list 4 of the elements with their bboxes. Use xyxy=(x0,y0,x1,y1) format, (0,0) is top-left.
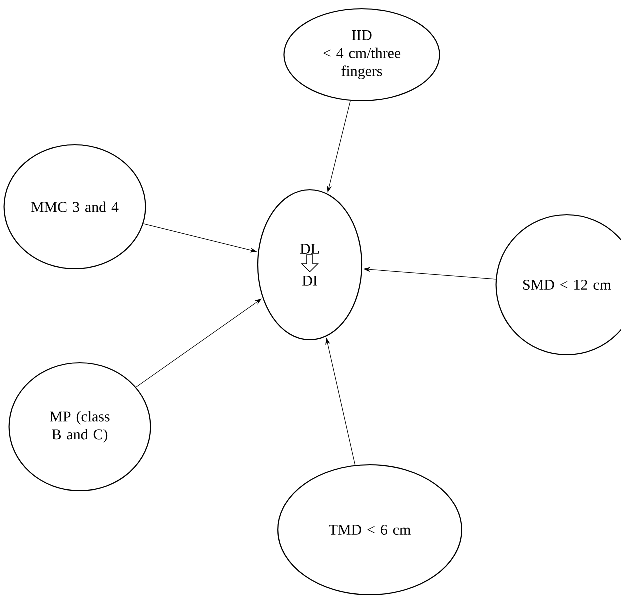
ellipse-node: DL DI xyxy=(257,189,363,341)
ellipse-node: MMC 3 and 4 xyxy=(4,144,146,270)
ellipse-node: MP (class B and C) xyxy=(8,362,152,492)
ellipse-node: IID < 4 cm/three fingers xyxy=(284,8,440,102)
